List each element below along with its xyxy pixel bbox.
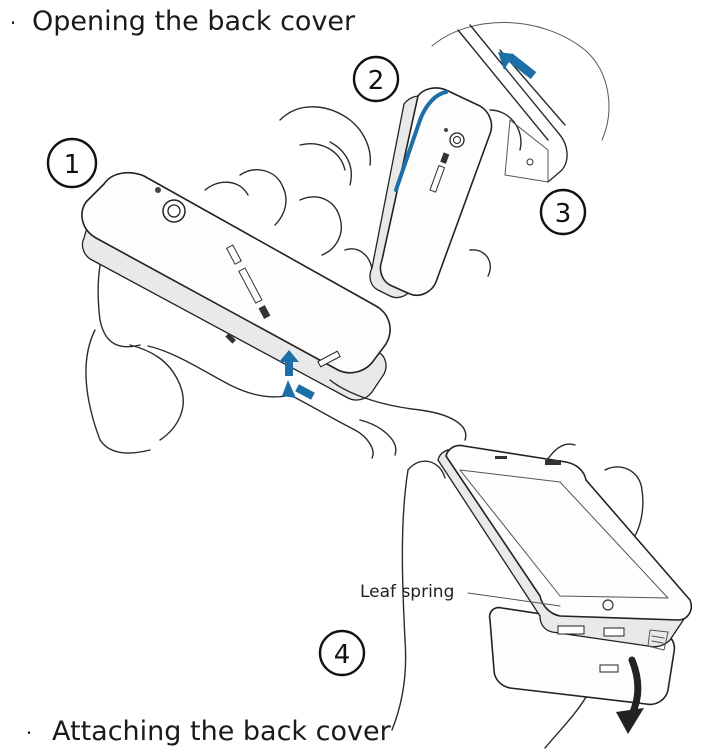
step-1-illustration <box>81 169 467 459</box>
leaf-spring-leader <box>467 592 561 607</box>
heading-opening-text: Opening the back cover <box>32 6 356 37</box>
svg-text:3: 3 <box>555 199 572 229</box>
step-4-illustration <box>391 443 693 749</box>
phone-step4-front <box>445 444 693 621</box>
step-3-zoom <box>431 22 610 183</box>
heading-attaching-text: Attaching the back cover <box>52 716 391 747</box>
slide-arrow <box>498 52 537 80</box>
cover-edge-highlight <box>394 90 448 192</box>
svg-text:4: 4 <box>334 640 351 670</box>
leaf-spring-label: Leaf spring <box>360 582 454 602</box>
step-number-4: 4 <box>318 629 366 677</box>
step-number-2: 2 <box>352 55 400 103</box>
step-number-1: 1 <box>46 137 98 189</box>
heading-opening: · Opening the back cover <box>4 6 355 39</box>
step-2-illustration <box>279 87 522 299</box>
bullet-icon: · <box>25 720 33 745</box>
svg-text:1: 1 <box>64 150 81 180</box>
bullet-icon: · <box>9 10 17 35</box>
pry-arrows <box>279 350 315 400</box>
step-number-3: 3 <box>539 188 587 236</box>
svg-text:2: 2 <box>368 66 385 96</box>
phone-step1-back <box>81 171 391 374</box>
heading-attaching: · Attaching the back cover <box>20 716 391 749</box>
brand-logo <box>225 244 271 319</box>
